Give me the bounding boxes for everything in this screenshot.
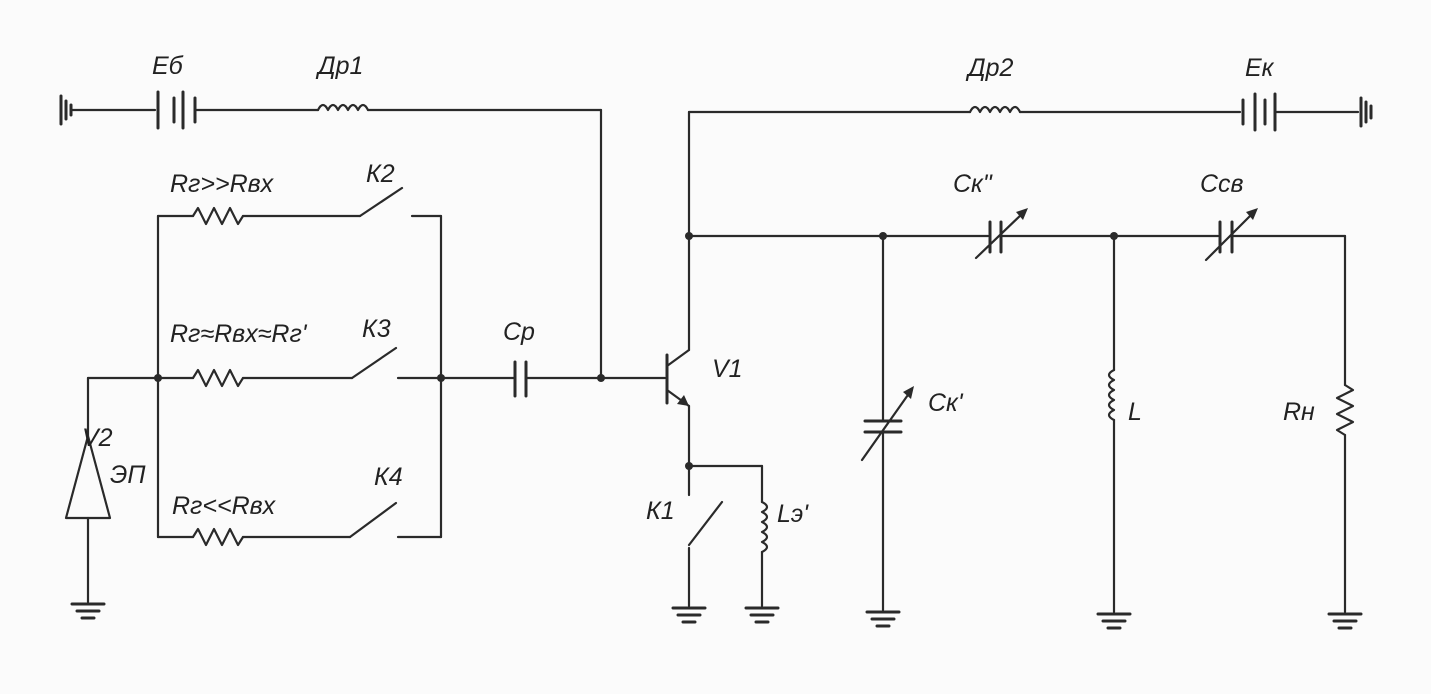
label-k4: К4	[374, 463, 403, 491]
label-k3: К3	[362, 315, 391, 343]
label-rg-high: Rг>>Rвх	[170, 170, 275, 198]
choke-dr1	[316, 103, 370, 112]
label-rg-equal: Rг≈Rвх≈Rг'	[170, 320, 308, 348]
label-csv: Ссв	[1200, 170, 1244, 198]
label-k1: К1	[646, 497, 675, 525]
coupling-capacitor-cp	[439, 360, 667, 398]
inductor-le	[760, 500, 769, 554]
switch-k4	[348, 501, 398, 539]
switch-k2	[358, 186, 404, 218]
resistor-rn	[1335, 383, 1355, 437]
ground-symbol-l	[1096, 612, 1132, 630]
switch-k3	[350, 346, 398, 380]
label-le: Lэ'	[777, 500, 809, 528]
transistor-v1	[665, 110, 693, 468]
emitter-circuit	[671, 462, 780, 624]
resistor-rg-equal	[191, 368, 245, 388]
battery-ek	[1241, 92, 1277, 132]
variable-capacitor-csv	[1204, 208, 1258, 262]
tank-circuit	[687, 208, 1363, 630]
emitter-follower-v2	[64, 376, 160, 620]
variable-capacitor-ck1	[860, 386, 914, 462]
resistor-rg-low	[191, 527, 245, 547]
label-ep: ЭП	[110, 461, 146, 489]
emitter-arrow	[677, 395, 689, 406]
label-cp: Ср	[503, 318, 535, 346]
labels: Еб Др1 Др2 Ек Rг>>Rвх К2 Ск" Ссв Rг≈Rвх≈…	[82, 52, 1315, 528]
label-v1: V1	[712, 355, 743, 383]
label-rg-low: Rг<<Rвх	[172, 492, 277, 520]
inductor-l	[1107, 368, 1116, 422]
label-ck1: Ск'	[928, 389, 964, 417]
resistor-rg-high	[191, 206, 245, 226]
ground-symbol-v2	[70, 602, 106, 620]
collector-supply-branch	[687, 92, 1373, 132]
label-k2: К2	[366, 160, 395, 188]
label-dr1: Др1	[315, 52, 363, 80]
label-ek: Ек	[1245, 54, 1275, 82]
ground-symbol-le	[744, 606, 780, 624]
switch-k1	[687, 500, 724, 547]
variable-capacitor-ck2	[974, 208, 1028, 260]
ground-symbol-k1	[671, 606, 707, 624]
bias-supply-branch	[59, 90, 603, 380]
ground-symbol-rn	[1327, 612, 1363, 630]
label-eb: Еб	[152, 52, 184, 80]
label-dr2: Др2	[965, 54, 1014, 82]
ground-symbol-ck1	[865, 610, 901, 628]
label-rn: Rн	[1283, 398, 1315, 426]
label-v2: V2	[82, 424, 113, 452]
label-ck2: Ск"	[953, 170, 993, 198]
generator-branches	[154, 186, 445, 547]
choke-dr2	[968, 105, 1022, 114]
battery-eb	[156, 90, 197, 130]
label-l: L	[1128, 398, 1142, 426]
